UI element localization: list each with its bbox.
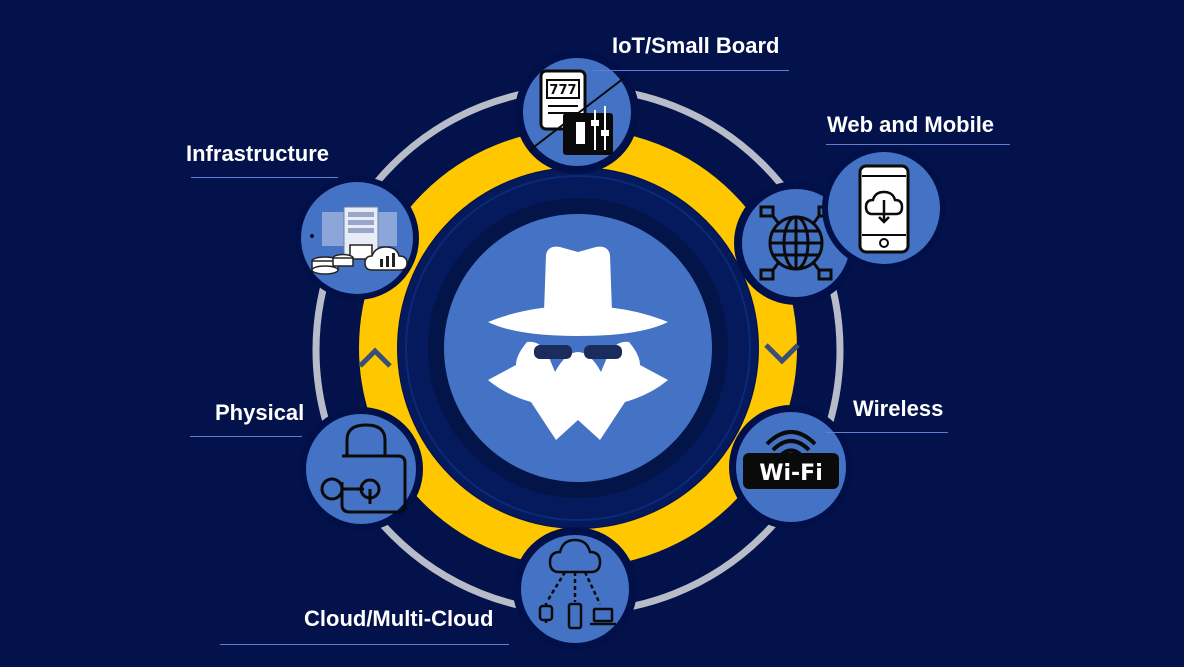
- globe-network-icon: [759, 205, 833, 281]
- label-physical: Physical: [215, 400, 305, 425]
- center-disc: [444, 214, 712, 482]
- label-web-mobile: Web and Mobile: [827, 112, 995, 137]
- node-iot: 777: [515, 50, 639, 174]
- label-wireless-underline: [826, 432, 948, 433]
- label-web-mobile-underline: [826, 144, 1010, 145]
- spy-hat-figure-icon: [488, 246, 668, 440]
- wifi-badge-text: Wi-Fi: [759, 461, 823, 486]
- node-cloud: [513, 527, 637, 651]
- label-iot-underline: [592, 70, 789, 71]
- node-physical: [299, 407, 423, 531]
- mobile-cloud-download-icon: [858, 164, 910, 254]
- node-infra: [295, 176, 419, 300]
- server-database-icon: [310, 206, 408, 275]
- label-cloud: Cloud/Multi-Cloud: [304, 606, 494, 631]
- node-mobile: [822, 146, 946, 270]
- label-iot: IoT/Small Board: [612, 33, 780, 58]
- inner-dark-ring: [405, 175, 751, 521]
- label-infrastructure-underline: [191, 177, 338, 178]
- svg-text:777: 777: [549, 83, 576, 98]
- node-wireless: Wi-Fi: [729, 405, 853, 529]
- label-wireless: Wireless: [853, 396, 944, 421]
- padlock-key-icon: [320, 423, 407, 514]
- label-cloud-underline: [220, 644, 509, 645]
- label-infrastructure: Infrastructure: [186, 141, 330, 166]
- label-physical-underline: [190, 436, 302, 437]
- wifi-icon: Wi-Fi: [743, 430, 839, 489]
- chevron-down-icon: [764, 343, 800, 365]
- cloud-devices-icon: [538, 538, 616, 630]
- slot-machine-board-icon: 777: [529, 69, 625, 155]
- chevron-up-icon: [358, 347, 392, 368]
